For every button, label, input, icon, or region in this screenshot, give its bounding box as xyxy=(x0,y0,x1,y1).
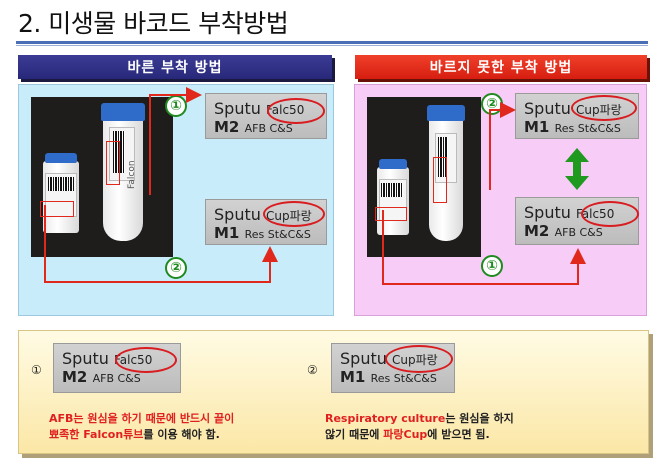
tubes-photo: Falcon xyxy=(31,97,173,257)
cup-barcode xyxy=(381,183,403,197)
note-1-line2-a: 뾰족한 Falcon튜브 xyxy=(49,428,144,441)
note-1-text: AFB는 원심을 하기 때문에 반드시 끝이 뾰족한 Falcon튜브를 이용 … xyxy=(49,411,309,443)
card-sample: Sputu xyxy=(524,203,571,222)
tag-oval-highlight xyxy=(571,95,637,121)
card-code: M2 xyxy=(524,222,550,240)
tag-oval-highlight xyxy=(267,98,325,124)
falcon-blue-cap xyxy=(427,105,465,121)
title-divider xyxy=(16,41,648,44)
incorrect-method-header: 바르지 못한 부착 방법 xyxy=(355,55,647,79)
card-code: M1 xyxy=(524,118,550,136)
tubes-photo xyxy=(367,97,481,257)
falcon-brand-text: Falcon xyxy=(127,160,137,189)
cup-blue-cap xyxy=(379,159,407,169)
note-2-line1-a: Respiratory culture xyxy=(325,412,446,425)
note-2-number: ② xyxy=(307,363,318,377)
card-code: M1 xyxy=(214,224,240,242)
card-test: Res St&C&S xyxy=(370,372,437,385)
note-2-line1-b: 는 원심을 하지 xyxy=(445,412,514,425)
page-title: 2. 미생물 바코드 부착방법 xyxy=(18,9,289,38)
correct-method-header: 바른 부착 방법 xyxy=(18,55,332,79)
card-code: M1 xyxy=(340,368,366,386)
card-code: M2 xyxy=(214,118,240,136)
card-code: M2 xyxy=(62,368,88,386)
explanation-panel: ① Sputu Falc50 M2 AFB C&S AFB는 원심을 하기 때문… xyxy=(18,330,649,454)
cup-label-highlight xyxy=(375,207,407,221)
card-sample: Sputu xyxy=(340,349,387,368)
card-test: Res St&C&S xyxy=(554,122,621,135)
step-2-marker: ② xyxy=(481,93,503,115)
note-1-line1-a: AFB는 원심을 하기 때문에 xyxy=(49,412,180,425)
card-sample: Sputu xyxy=(214,205,261,224)
tag-oval-highlight xyxy=(581,201,639,227)
correct-method-panel: Falcon Sputu Falc50 M2 AFB C&S Sputu Cup… xyxy=(18,84,334,316)
note-1-line1-b: 반드시 끝이 xyxy=(179,412,235,425)
card-test: AFB C&S xyxy=(92,372,141,385)
title-divider-thin xyxy=(16,45,648,46)
step-2-marker: ② xyxy=(165,257,187,279)
step-1-marker: ① xyxy=(481,255,503,277)
falcon-label-highlight xyxy=(106,141,120,185)
tag-oval-highlight xyxy=(115,347,177,373)
card-test: AFB C&S xyxy=(554,226,603,239)
incorrect-method-panel: Sputu Cup파랑 M1 Res St&C&S Sputu Falc50 M… xyxy=(354,84,647,316)
step-1-marker: ① xyxy=(165,95,187,117)
cup-barcode xyxy=(48,177,74,191)
card-test: Res St&C&S xyxy=(244,228,311,241)
note-1-line2-b: 를 이용 해야 함. xyxy=(143,428,220,441)
cup-blue-cap xyxy=(45,153,77,163)
cup-label-highlight xyxy=(40,201,74,217)
note-2-text: Respiratory culture는 원심을 하지 않기 때문에 파랑Cup… xyxy=(325,411,625,443)
note-2-line2-a: 않기 때문에 xyxy=(325,428,384,441)
card-test: AFB C&S xyxy=(244,122,293,135)
tag-oval-highlight xyxy=(385,345,453,373)
tag-oval-highlight xyxy=(263,201,325,227)
card-sample: Sputu xyxy=(214,99,261,118)
note-2-line2-b: 파랑Cup xyxy=(383,428,428,441)
card-sample: Sputu xyxy=(62,349,109,368)
falcon-label-highlight xyxy=(433,157,447,203)
card-sample: Sputu xyxy=(524,99,571,118)
note-2-line2-c: 에 받으면 됨. xyxy=(427,428,490,441)
note-1-number: ① xyxy=(31,363,42,377)
falcon-blue-cap xyxy=(101,103,145,121)
